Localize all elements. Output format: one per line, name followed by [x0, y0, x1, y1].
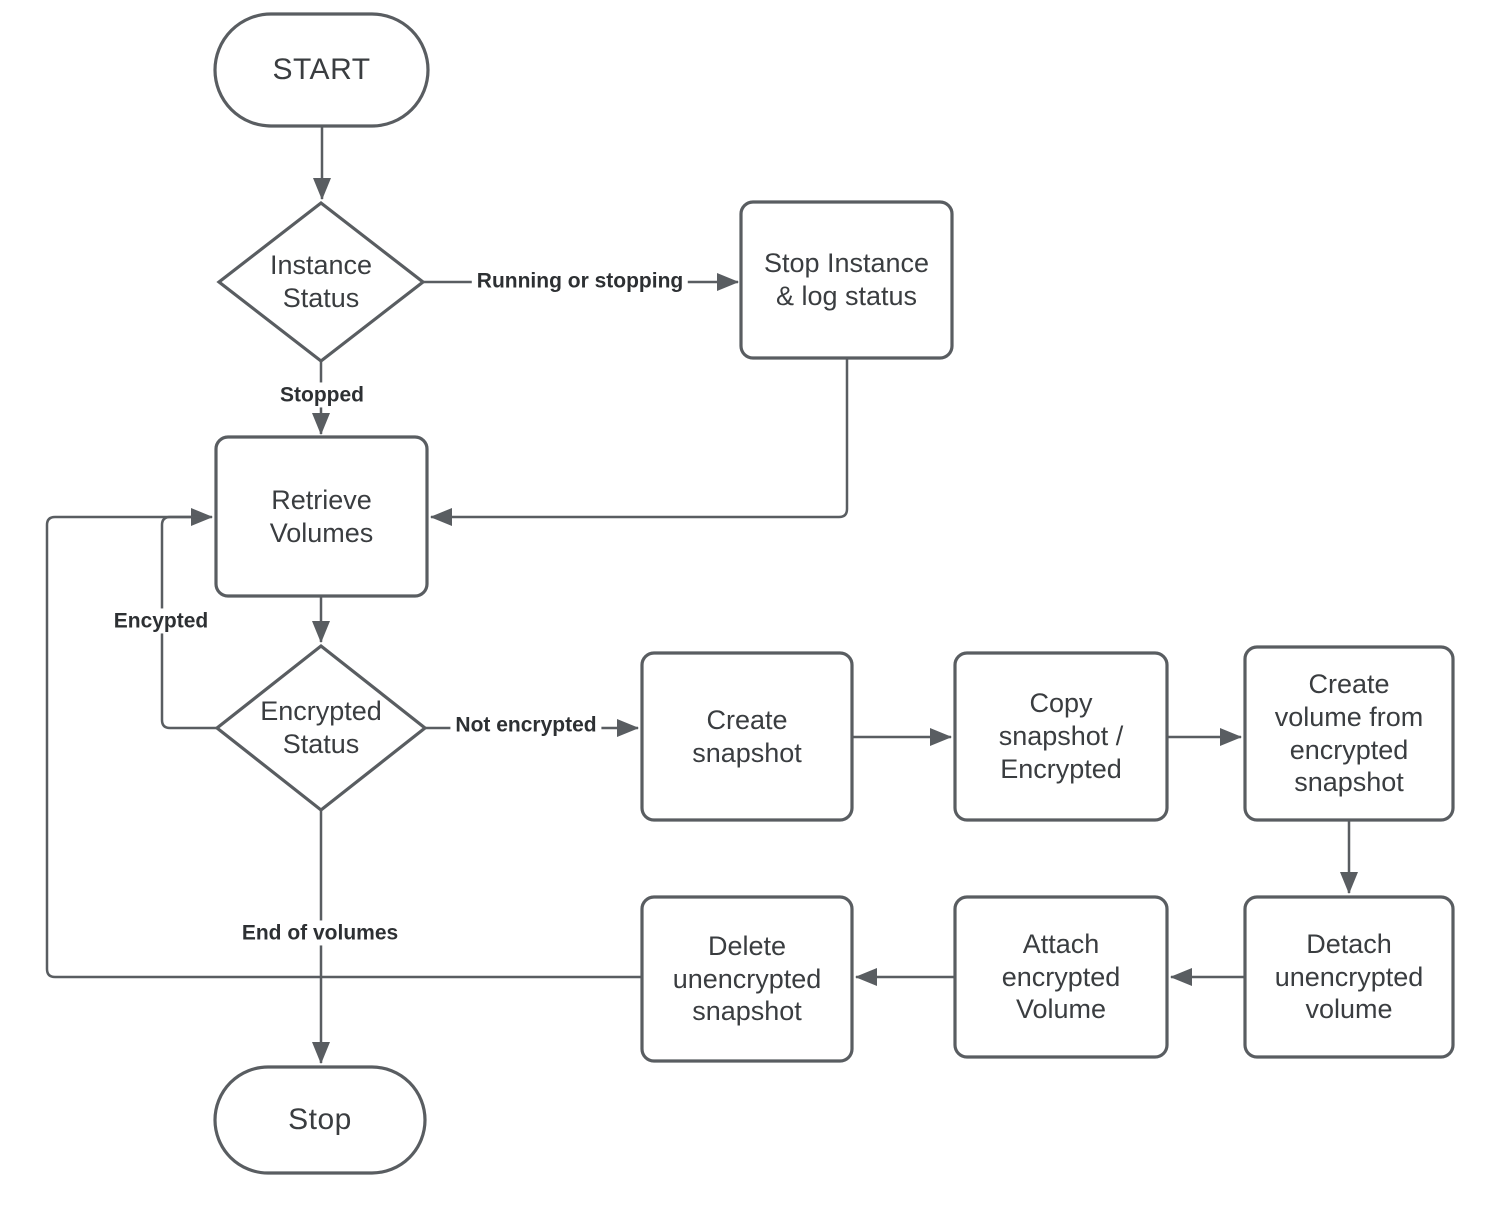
edge-label-stopped: Stopped: [275, 382, 369, 408]
create-snapshot-process-shape: [640, 651, 854, 822]
stop-instance-process-shape: [739, 200, 954, 360]
detach-volume-process-shape: [1243, 895, 1455, 1059]
copy-snapshot-process-shape: [953, 651, 1169, 822]
stop-terminator-shape: [213, 1065, 427, 1175]
edge-delete-snapshot-to-retrieve-volumes: [45, 508, 642, 979]
delete-snapshot-process-shape: [640, 895, 854, 1063]
start-terminator-shape: [213, 12, 430, 128]
edge-label-running-or-stopping: Running or stopping: [471, 268, 689, 294]
create-volume-process-shape: [1243, 645, 1455, 822]
instance-status-decision-shape: [216, 200, 426, 364]
edge-label-end-of-volumes: End of volumes: [236, 920, 404, 946]
attach-volume-process-shape: [953, 895, 1169, 1059]
edge-stop-instance-to-retrieve-volumes: [430, 359, 849, 526]
retrieve-volumes-process-shape: [214, 435, 429, 598]
edge-label-encypted: Encypted: [108, 608, 214, 634]
edge-label-not-encrypted: Not encrypted: [450, 712, 602, 738]
encrypted-status-decision-shape: [214, 643, 428, 813]
